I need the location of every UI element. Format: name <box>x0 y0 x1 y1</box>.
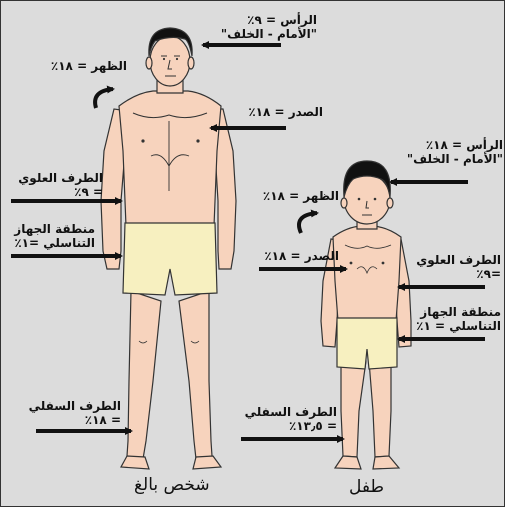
child-caption: طفل <box>349 477 384 497</box>
arrow-child-back <box>299 213 317 233</box>
adult-figure <box>101 28 236 469</box>
adult-lower-limb-label: الطرف السفلي = ١٨٪ <box>31 399 121 427</box>
child-back-label: الظهر = ١٨٪ <box>249 189 339 203</box>
adult-head-label: الرأس = ٩٪ "الأمام - الخلف" <box>197 13 317 41</box>
adult-genital-label: منطقة الجهاز التناسلي =١٪ <box>5 222 95 250</box>
child-genital-label: منطقة الجهاز التناسلي = ١٪ <box>405 305 501 333</box>
child-upper-limb-label: الطرف العلوي =٩٪ <box>413 253 501 281</box>
child-lower-limb-label: الطرف السفلي = ١٣٫٥٪ <box>237 405 337 433</box>
adult-back-label: الظهر = ١٨٪ <box>17 59 127 73</box>
adult-upper-limb-label: الطرف العلوي = ٩٪ <box>7 171 103 199</box>
arrow-adult-back <box>95 89 113 108</box>
child-chest-label: الصدر = ١٨٪ <box>249 249 339 263</box>
adult-chest-label: الصدر = ١٨٪ <box>223 105 323 119</box>
child-head-label: الرأس = ١٨٪ "الأمام - الخلف" <box>395 138 503 166</box>
adult-caption: شخص بالغ <box>134 475 210 495</box>
